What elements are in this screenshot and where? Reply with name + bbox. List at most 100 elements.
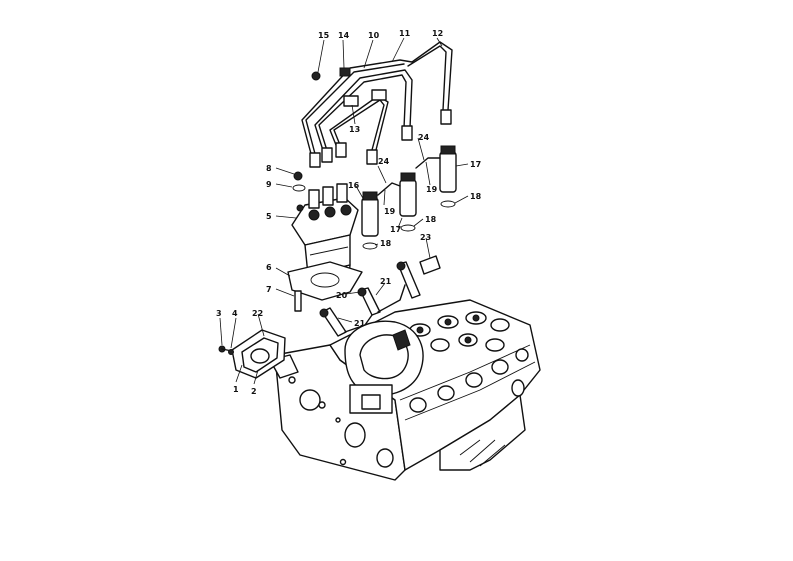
callout-5: 5 (266, 212, 272, 221)
injection-pipe (314, 69, 413, 161)
engine-block (269, 299, 541, 481)
callout-7: 7 (266, 285, 272, 294)
pipe-nut (321, 147, 333, 163)
callout-11: 11 (399, 29, 411, 38)
callout-23: 23 (420, 233, 431, 242)
callout-24a: 24 (378, 157, 390, 166)
side-boss (511, 379, 525, 397)
nozzle-nut (400, 172, 416, 182)
nozzle-nut (440, 145, 456, 155)
head-port (409, 397, 427, 413)
front-cover-boss (359, 334, 409, 380)
callout-2: 2 (251, 387, 257, 396)
callout-1: 1 (233, 385, 239, 394)
gasket-hole (310, 272, 340, 288)
injection-pipes (301, 41, 453, 168)
pump-gasket (287, 261, 363, 301)
injection-pipe (411, 41, 453, 111)
nozzle-nut (362, 191, 378, 201)
pump-nut (324, 206, 336, 218)
head-edge (399, 344, 531, 401)
valve-seat (430, 338, 450, 352)
pipe-nut (401, 125, 413, 141)
injection-nozzles (361, 145, 457, 250)
valve-seat (490, 318, 510, 332)
block-bore (344, 422, 366, 448)
callout-13: 13 (349, 125, 360, 134)
callout-12: 12 (432, 29, 443, 38)
valve-stem (472, 314, 480, 322)
leak-off-pipe (377, 182, 401, 196)
pipe-clamp (371, 89, 387, 101)
stud (294, 290, 302, 312)
head-port (515, 348, 529, 362)
callout-18c: 18 (380, 239, 392, 248)
washer (228, 349, 234, 355)
clamp-plate (339, 67, 351, 77)
pipe-nut (440, 109, 452, 125)
head-port (437, 385, 455, 401)
block-bore (299, 389, 321, 411)
cover-window (361, 394, 381, 410)
callout-8: 8 (266, 164, 272, 173)
pipe-nut (335, 142, 347, 158)
delivery-valve (336, 183, 348, 203)
injection-pipe-outline (305, 63, 405, 166)
valve-seat (485, 338, 505, 352)
side-cover-assembly (218, 329, 286, 379)
valve-stem (464, 336, 472, 344)
delivery-valve (322, 186, 334, 206)
callout-16: 16 (348, 181, 360, 190)
injection-pipe-outline (318, 74, 407, 161)
callout-19b: 19 (426, 185, 438, 194)
block-hole (335, 417, 341, 423)
callout-17a: 17 (470, 160, 481, 169)
washer (292, 184, 306, 192)
pump-nut (308, 209, 320, 221)
callout-15: 15 (318, 31, 330, 40)
callout-21b: 21 (380, 277, 392, 286)
nozzle-washer (400, 224, 416, 232)
pipe-nut (309, 152, 321, 168)
head-port (491, 359, 509, 375)
injection-nozzle (399, 179, 417, 217)
cap-nut (293, 171, 303, 181)
block-bore (376, 448, 394, 468)
callout-14: 14 (338, 31, 350, 40)
glow-plug-nut (319, 308, 329, 318)
callout-24b: 24 (418, 133, 430, 142)
callout-19a: 19 (384, 207, 396, 216)
injection-nozzle (361, 197, 379, 237)
leak-off-pipe (415, 157, 441, 169)
pump-screw (296, 204, 304, 212)
callout-6: 6 (266, 263, 272, 272)
callout-20: 20 (336, 291, 348, 300)
block-hole (318, 401, 326, 409)
head-edge (404, 361, 536, 421)
callout-18b: 18 (425, 215, 437, 224)
callout-21a: 21 (354, 319, 366, 328)
glow-plugs (319, 255, 441, 337)
pipe-nut (366, 149, 378, 165)
callout-4: 4 (232, 309, 238, 318)
connector-wire (344, 314, 373, 333)
callout-labels: 1 2 3 4 5 6 7 8 9 10 11 12 13 14 15 16 1… (216, 29, 482, 396)
leader-lines (219, 37, 469, 385)
side-cover-boss (250, 348, 270, 364)
head-port (465, 372, 483, 388)
nozzle-washer (440, 200, 456, 208)
callout-3: 3 (216, 309, 222, 318)
block-ribs (459, 439, 506, 467)
delivery-valve (308, 189, 320, 209)
glow-plug-nut (396, 261, 406, 271)
cover-lug (392, 329, 411, 351)
label-plate (419, 255, 441, 275)
callout-10: 10 (368, 31, 380, 40)
valve-stem (416, 326, 424, 334)
callout-22: 22 (252, 309, 263, 318)
connector-wire (377, 284, 406, 313)
callout-9: 9 (266, 180, 272, 189)
nozzle-washer (362, 242, 378, 250)
